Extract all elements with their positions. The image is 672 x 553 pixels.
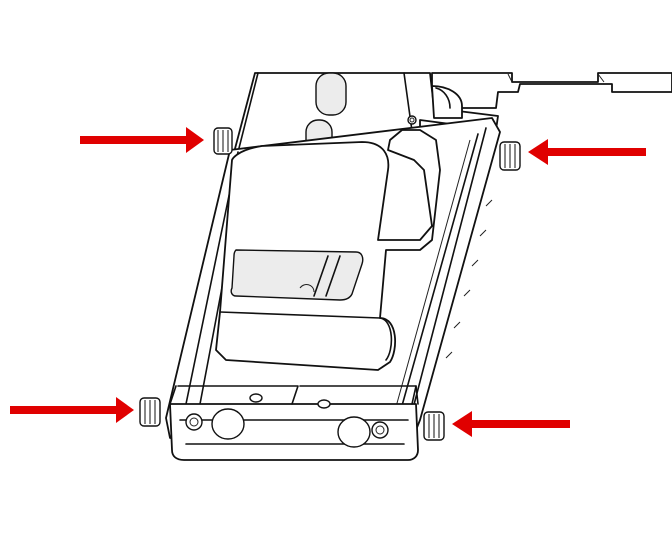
arrow-bottom-right [452, 411, 570, 437]
arrow-top-left [80, 127, 204, 153]
upper-right-plate [431, 72, 672, 109]
right-cap-screw [371, 421, 389, 439]
left-round-plug [211, 408, 245, 440]
right-round-plug [337, 416, 371, 448]
thumb-screw-top-left [213, 127, 233, 155]
lower-clamp-bar [169, 385, 419, 461]
left-cap-screw [185, 413, 203, 431]
callout-arrows [10, 127, 646, 437]
center-handle [215, 129, 441, 371]
handle-window [230, 249, 364, 301]
thumb-screw-top-right [499, 141, 521, 171]
arrow-bottom-left [10, 397, 134, 423]
upper-slot [315, 72, 347, 116]
arrow-top-right [528, 139, 646, 165]
thumb-screw-bottom-left [139, 397, 161, 427]
thumb-screw-bottom-right [423, 411, 445, 441]
